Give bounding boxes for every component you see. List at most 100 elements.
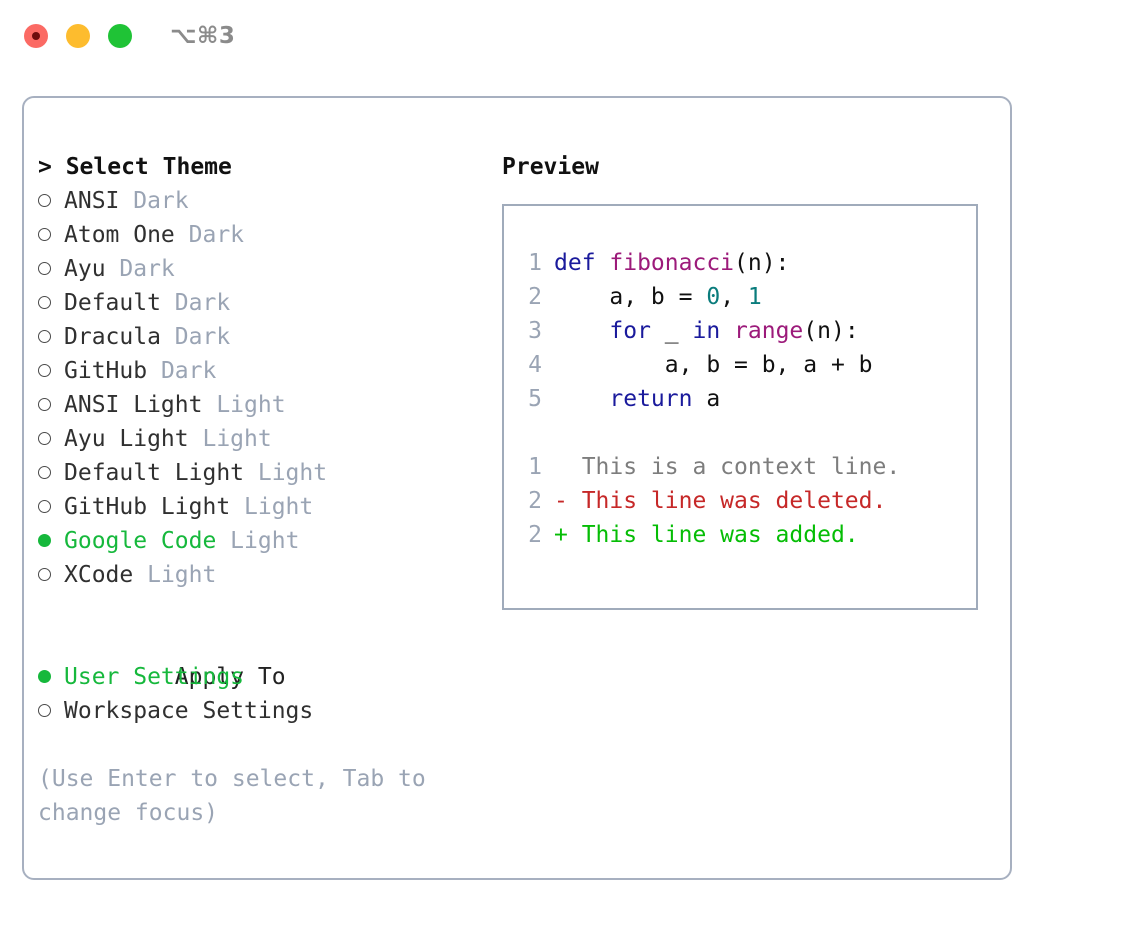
- code-line-number: 5: [528, 386, 542, 412]
- theme-item-variant: Light: [230, 494, 314, 520]
- apply-to-label: User Settings: [64, 664, 245, 690]
- theme-list-item[interactable]: Ayu Dark: [38, 252, 498, 286]
- radio-unselected-icon: [38, 296, 51, 309]
- theme-list-item[interactable]: ANSI Dark: [38, 184, 498, 218]
- theme-list-item[interactable]: XCode Light: [38, 558, 498, 592]
- code-line: 4 a, b = b, a + b: [516, 348, 970, 382]
- theme-item-variant: Dark: [160, 324, 231, 350]
- select-theme-header: > Select Theme: [38, 154, 232, 180]
- diff-line-number: 2: [528, 522, 542, 548]
- radio-unselected-icon: [38, 262, 51, 275]
- preview-title: Preview: [502, 154, 599, 180]
- keyboard-hint: (Use Enter to select, Tab to change focu…: [38, 766, 426, 826]
- diff-line-number: 2: [528, 488, 542, 514]
- code-token-plain: _: [650, 318, 693, 344]
- theme-item-radio: [38, 320, 64, 354]
- theme-item-variant: Light: [202, 392, 286, 418]
- theme-item-variant: Dark: [174, 222, 245, 248]
- theme-item-name: ANSI Light: [64, 392, 203, 418]
- radio-unselected-icon: [38, 704, 51, 717]
- diff-line-text: - This line was deleted.: [554, 488, 887, 514]
- code-line: 3 for _ in range(n):: [516, 314, 970, 348]
- theme-item-name: Ayu: [64, 256, 106, 282]
- theme-item-name: GitHub Light: [64, 494, 231, 520]
- radio-unselected-icon: [38, 194, 51, 207]
- diff-line-text: + This line was added.: [554, 522, 859, 548]
- code-line-number: 1: [528, 250, 542, 276]
- code-token-kw: in: [692, 318, 721, 344]
- theme-item-name: ANSI: [64, 188, 120, 214]
- theme-list-item[interactable]: ANSI Light Light: [38, 388, 498, 422]
- theme-item-radio: [38, 490, 64, 524]
- theme-item-name: GitHub: [64, 358, 148, 384]
- radio-selected-icon: [38, 670, 51, 683]
- diff-block: 1 This is a context line.2- This line wa…: [516, 450, 970, 552]
- theme-list-item[interactable]: Ayu Light Light: [38, 422, 498, 456]
- apply-to-radio: [38, 694, 64, 728]
- code-token-plain: [554, 386, 609, 412]
- theme-item-name: Dracula: [64, 324, 161, 350]
- theme-item-name: Default Light: [64, 460, 245, 486]
- code-token-kw: def: [554, 250, 610, 276]
- radio-unselected-icon: [38, 330, 51, 343]
- theme-list-item[interactable]: GitHub Dark: [38, 354, 498, 388]
- code-token-num: 1: [747, 284, 762, 310]
- code-token-plain: [720, 318, 734, 344]
- window-controls: [24, 24, 132, 48]
- diff-line: 2 - This line was deleted.: [516, 484, 970, 518]
- apply-to-radio: [38, 660, 64, 694]
- code-token-plain: (n):: [734, 250, 790, 276]
- apply-to-option[interactable]: Workspace Settings: [38, 694, 498, 728]
- radio-unselected-icon: [38, 432, 51, 445]
- code-token-num: 0: [706, 284, 721, 310]
- theme-list-item[interactable]: Google Code Light: [38, 524, 498, 558]
- theme-list-item[interactable]: Default Light Light: [38, 456, 498, 490]
- code-token-plain: a: [692, 386, 721, 412]
- radio-unselected-icon: [38, 466, 51, 479]
- code-token-plain: [554, 318, 609, 344]
- code-line-number: 3: [528, 318, 542, 344]
- theme-item-radio: [38, 456, 64, 490]
- theme-item-variant: Light: [244, 460, 328, 486]
- theme-list-item[interactable]: GitHub Light Light: [38, 490, 498, 524]
- theme-item-radio: [38, 184, 64, 218]
- radio-unselected-icon: [38, 364, 51, 377]
- theme-item-radio: [38, 388, 64, 422]
- theme-list-item[interactable]: Default Dark: [38, 286, 498, 320]
- code-line: 2 a, b = 0, 1: [516, 280, 970, 314]
- diff-line-number: 1: [528, 454, 542, 480]
- code-line-number: 4: [528, 352, 542, 378]
- theme-list-item[interactable]: Atom One Dark: [38, 218, 498, 252]
- code-token-kw: for: [609, 318, 651, 344]
- theme-item-radio: [38, 286, 64, 320]
- apply-to-label: Workspace Settings: [64, 698, 314, 724]
- theme-item-radio: [38, 422, 64, 456]
- code-line-number: 2: [528, 284, 542, 310]
- theme-item-name: XCode: [64, 562, 134, 588]
- theme-item-radio: [38, 218, 64, 252]
- theme-item-variant: Light: [216, 528, 300, 554]
- titlebar: ⌥⌘3: [0, 0, 1140, 76]
- theme-list-item[interactable]: Dracula Dark: [38, 320, 498, 354]
- apply-to-header: Apply To: [38, 626, 498, 690]
- code-token-fn: range: [734, 318, 804, 344]
- diff-line: 2 + This line was added.: [516, 518, 970, 552]
- minimize-button[interactable]: [66, 24, 90, 48]
- code-line: 5 return a: [516, 382, 970, 416]
- keyboard-shortcut-label: ⌥⌘3: [170, 23, 236, 49]
- apply-to-option[interactable]: User Settings: [38, 660, 498, 694]
- radio-unselected-icon: [38, 398, 51, 411]
- theme-item-variant: Dark: [105, 256, 175, 282]
- maximize-button[interactable]: [108, 24, 132, 48]
- close-button[interactable]: [24, 24, 48, 48]
- theme-item-variant: Dark: [119, 188, 189, 214]
- list-spacer: [38, 592, 498, 626]
- theme-item-radio: [38, 558, 64, 592]
- theme-item-variant: Light: [188, 426, 272, 452]
